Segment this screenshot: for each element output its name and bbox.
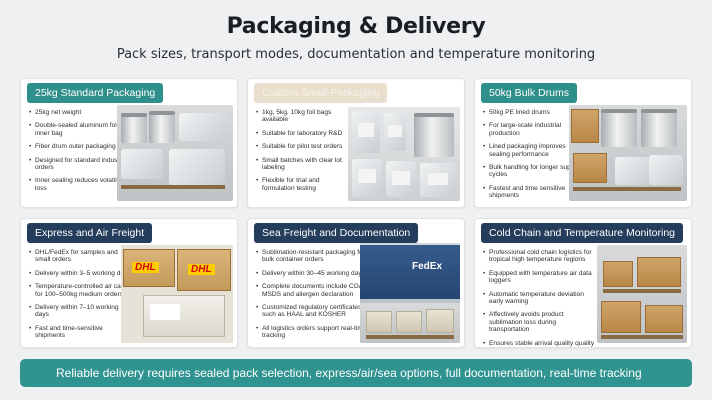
bullet-item: Small batches with clear lot labeling [256,157,352,172]
bullet-list: Sublimation-resistant packaging for bulk… [256,249,368,346]
bullet-item: Fast and time-sensitive shipments [29,325,133,340]
bullet-item: Temperature-controlled air cargo for 100… [29,283,133,298]
bullet-item: For large-scale industrial production [483,122,581,137]
page-subtitle: Pack sizes, transport modes, documentati… [116,47,596,62]
page-header: Packaging & Delivery Pack sizes, transpo… [0,14,712,62]
bullet-item: Delivery within 7–10 working days [29,304,133,319]
bullet-item: Fiber drum outer packaging [29,143,131,151]
card-title: Express and Air Freight [27,223,153,243]
bullet-item: Sublimation-resistant packaging for bulk… [256,249,368,264]
bullet-item: Delivery within 3–5 working days [29,270,133,278]
card-title: 25kg Standard Packaging [27,83,164,103]
bullet-item: Suitable for laboratory R&D [256,130,352,138]
cold-chain-photo [597,245,687,343]
bullet-item: Professional cold chain logistics for tr… [483,249,595,264]
bullet-item: Inner sealing reduces volatile loss [29,177,131,192]
packaging-photo [348,107,460,201]
bullet-item: Delivery within 30–45 working days [256,270,368,278]
bullet-item: Bulk handling for longer supply cycles [483,164,581,179]
page-title: Packaging & Delivery [226,14,486,39]
bullet-item: 25kg net weight [29,109,131,117]
bullet-item: Equipped with temperature air data logge… [483,270,595,285]
bullet-item: 1kg, 5kg, 10kg foil bags available [256,109,352,124]
bullet-list: Professional cold chain logistics for tr… [483,249,595,347]
bullet-item: 50kg PE lined drums [483,109,581,117]
card-title: Sea Freight and Documentation [254,223,419,243]
bullet-item: Ensures stable arrival quality quality [483,340,595,347]
bullet-item: DHL/FedEx for samples and small orders [29,249,133,264]
bullet-item: Automatic temperature deviation early wa… [483,291,595,306]
dhl-logo: DHL [132,262,159,273]
bullet-item: Double-sealed aluminum foil inner bag [29,122,131,137]
packaging-photo [117,105,233,201]
card-25kg-standard-packaging: 25kg Standard Packaging 25kg net weight … [20,78,238,208]
card-express-and-air-freight: Express and Air Freight DHL/FedEx for sa… [20,218,238,348]
dhl-logo: DHL [188,264,215,275]
footer-text: Reliable delivery requires sealed pack s… [56,366,642,380]
card-custom-small-packaging: Custom Small Packaging 1kg, 5kg, 10kg fo… [247,78,465,208]
footer-banner: Reliable delivery requires sealed pack s… [20,359,692,387]
fedex-logo: FedEx [412,261,443,272]
sea-freight-photo: FedEx [360,243,460,343]
bullet-item: Complete documents include COA, MSDS and… [256,283,368,298]
bullet-item: Affectively avoids product sublimation l… [483,311,595,333]
card-cold-chain-and-temperature-monitoring: Cold Chain and Temperature Monitoring Pr… [474,218,692,348]
card-50kg-bulk-drums: 50kg Bulk Drums 50kg PE lined drums For … [474,78,692,208]
card-title: Custom Small Packaging [254,83,388,103]
card-title: Cold Chain and Temperature Monitoring [481,223,683,243]
bullet-item: Suitable for pilot test orders [256,143,352,151]
bullet-item: Lined packaging improves sealing perform… [483,143,581,158]
bullet-list: 1kg, 5kg, 10kg foil bags available Suita… [256,109,352,198]
bullet-list: DHL/FedEx for samples and small orders D… [29,249,133,346]
bullet-item: Designed for standard industrial orders [29,157,131,172]
card-title: 50kg Bulk Drums [481,83,577,103]
card-sea-freight-and-documentation: Sea Freight and Documentation Sublimatio… [247,218,465,348]
bullet-list: 25kg net weight Double-sealed aluminum f… [29,109,131,198]
packaging-photo [569,105,687,201]
bullet-item: All logistics orders support real-time t… [256,325,368,340]
shipping-boxes-photo: DHL DHL [121,245,233,343]
bullet-item: Flexible for trial and formulation testi… [256,177,352,192]
bullet-list: 50kg PE lined drums For large-scale indu… [483,109,581,206]
bullet-item: Fastest and time sensitive shipments [483,185,581,200]
bullet-item: Customized regulatory certificates such … [256,304,368,319]
